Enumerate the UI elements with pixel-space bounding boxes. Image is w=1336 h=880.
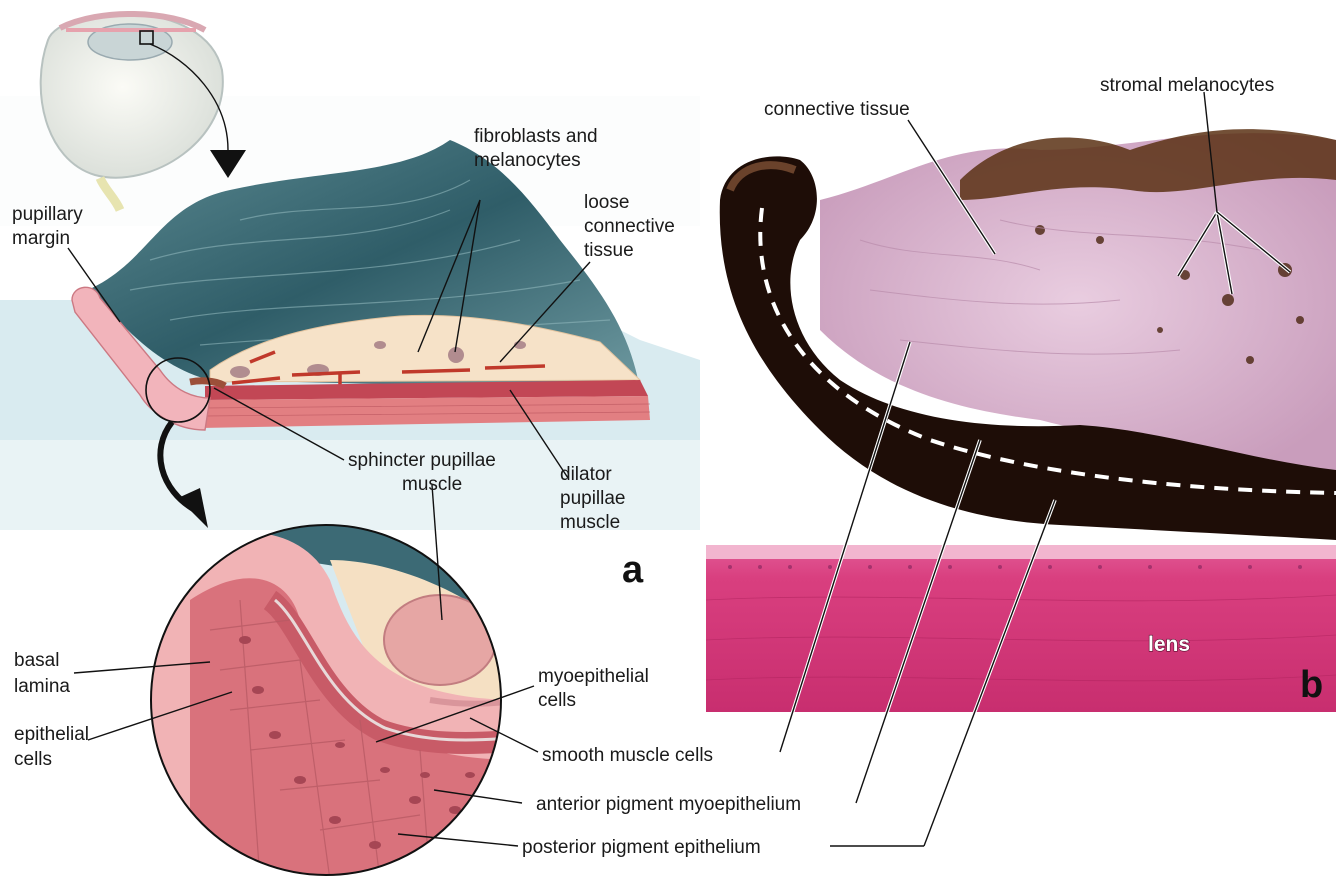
label-loose: loose	[584, 192, 629, 213]
label-sphincter: sphincter pupillae	[348, 450, 496, 471]
label-anterior: anterior pigment myoepithelium	[536, 794, 801, 815]
label-loose-3: tissue	[584, 240, 634, 261]
label-posterior: posterior pigment epithelium	[522, 837, 761, 858]
label-pupillary: pupillary	[12, 204, 83, 225]
label-myo-2: cells	[538, 690, 576, 711]
label-stromal: stromal melanocytes	[1100, 75, 1274, 96]
label-loose-2: connective	[584, 216, 675, 237]
panel-letter-b: b	[1300, 664, 1323, 706]
label-basal: basal	[14, 650, 59, 671]
label-pupillary-2: margin	[12, 228, 70, 249]
label-smooth: smooth muscle cells	[542, 745, 713, 766]
label-epithelial: epithelial	[14, 724, 89, 745]
label-fibroblasts: fibroblasts and	[474, 126, 598, 147]
micrograph	[706, 110, 1336, 712]
label-basal-2: lamina	[14, 676, 70, 697]
label-dilator-3: muscle	[560, 512, 620, 533]
panel-letter-a: a	[622, 549, 644, 591]
label-epithelial-2: cells	[14, 749, 52, 770]
magnified-circle	[150, 520, 520, 880]
sphincter-muscle	[384, 595, 496, 685]
label-sphincter-2: muscle	[402, 474, 462, 495]
label-myo: myoepithelial	[538, 666, 649, 687]
label-dilator: dilator	[560, 464, 612, 485]
label-lens: lens	[1148, 633, 1190, 656]
label-connective: connective tissue	[764, 99, 910, 120]
label-dilator-2: pupillae	[560, 488, 626, 509]
label-fibroblasts-2: melanocytes	[474, 150, 581, 171]
